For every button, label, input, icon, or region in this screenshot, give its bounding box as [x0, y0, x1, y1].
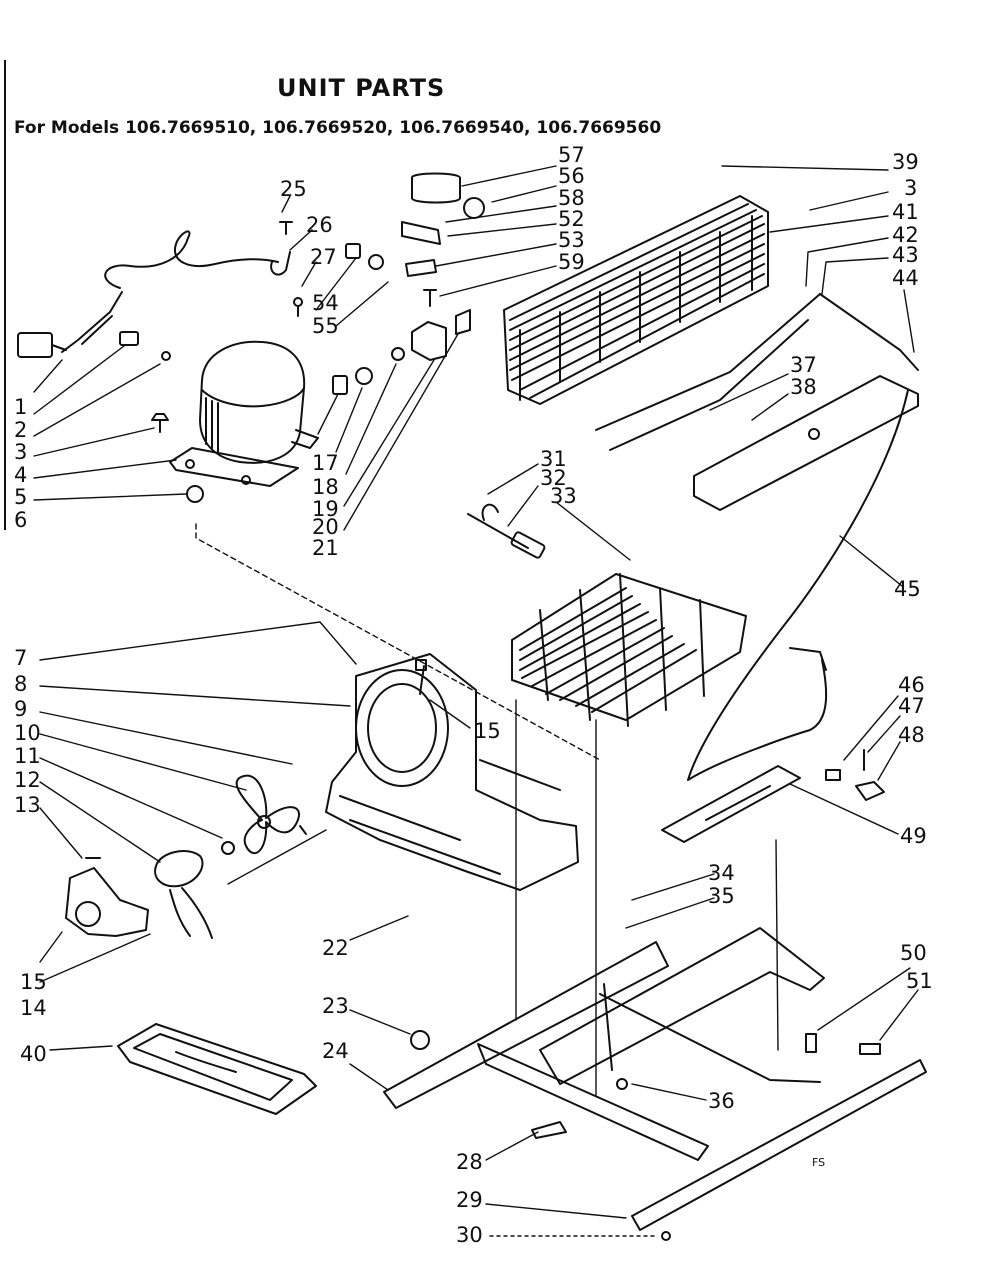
callout-33: 33 — [550, 484, 577, 508]
callout-labels: 1 2 3 4 5 6 7 8 9 10 11 12 13 15 14 40 1… — [14, 143, 933, 1247]
callout-44: 44 — [892, 266, 919, 290]
callout-22: 22 — [322, 936, 349, 960]
callout-21: 21 — [312, 536, 339, 560]
leader-lines — [33, 165, 919, 1237]
callout-38: 38 — [790, 375, 817, 399]
callout-9: 9 — [14, 697, 27, 721]
callout-40: 40 — [20, 1042, 47, 1066]
callout-10: 10 — [14, 721, 41, 745]
callout-57: 57 — [558, 143, 585, 167]
callout-54: 54 — [312, 291, 339, 315]
callout-15-left: 15 — [20, 970, 47, 994]
callout-14: 14 — [20, 996, 47, 1020]
callout-15-bracket: 15 — [474, 719, 501, 743]
callout-27: 27 — [310, 245, 337, 269]
fan-blade-and-motor — [65, 774, 307, 939]
tray-and-clips — [661, 749, 885, 843]
callout-35: 35 — [708, 884, 735, 908]
callout-19: 19 — [312, 497, 339, 521]
callout-13: 13 — [14, 793, 41, 817]
page-title: UNIT PARTS — [277, 74, 446, 102]
callout-17: 17 — [312, 451, 339, 475]
callout-30: 30 — [456, 1223, 483, 1247]
callout-37: 37 — [790, 353, 817, 377]
callout-8: 8 — [14, 672, 27, 696]
fan-shroud-bracket — [325, 653, 579, 891]
callout-4: 4 — [14, 463, 27, 487]
callout-18: 18 — [312, 475, 339, 499]
callout-31: 31 — [540, 447, 567, 471]
callout-20: 20 — [312, 515, 339, 539]
callout-49: 49 — [900, 824, 927, 848]
compressor — [151, 340, 319, 503]
callout-50: 50 — [900, 941, 927, 965]
callout-55: 55 — [312, 314, 339, 338]
callout-46: 46 — [898, 673, 925, 697]
power-cord — [17, 230, 279, 361]
callout-26: 26 — [306, 213, 333, 237]
callout-59: 59 — [558, 250, 585, 274]
callout-42: 42 — [892, 223, 919, 247]
callout-52: 52 — [558, 207, 585, 231]
condenser-coil — [503, 195, 919, 511]
capillary-tube — [687, 389, 909, 781]
callout-7: 7 — [14, 646, 27, 670]
callout-39: 39 — [892, 150, 919, 174]
callout-48: 48 — [898, 723, 925, 747]
callout-3-condenser: 3 — [904, 176, 917, 200]
callout-11: 11 — [14, 744, 41, 768]
callout-3: 3 — [14, 440, 27, 464]
callout-41: 41 — [892, 200, 919, 224]
callout-29: 29 — [456, 1188, 483, 1212]
callout-5: 5 — [14, 485, 27, 509]
models-line: For Models 106.7669510, 106.7669520, 106… — [14, 118, 662, 138]
callout-24: 24 — [322, 1039, 349, 1063]
callout-2: 2 — [14, 418, 27, 442]
base-frame — [383, 927, 927, 1241]
callout-36: 36 — [708, 1089, 735, 1113]
callout-53: 53 — [558, 228, 585, 252]
callout-58: 58 — [558, 186, 585, 210]
relay-and-overload-parts — [270, 172, 485, 395]
drain-pan — [117, 1023, 317, 1115]
evaporator-coil — [467, 503, 747, 727]
callout-28: 28 — [456, 1150, 483, 1174]
callout-32: 32 — [540, 466, 567, 490]
callout-23: 23 — [322, 994, 349, 1018]
page-edge-line — [4, 60, 6, 530]
callout-6: 6 — [14, 508, 27, 532]
callout-34: 34 — [708, 861, 735, 885]
callout-51: 51 — [906, 969, 933, 993]
callout-12: 12 — [14, 768, 41, 792]
callout-47: 47 — [898, 694, 925, 718]
callout-43: 43 — [892, 243, 919, 267]
corner-mark: FS — [812, 1156, 825, 1169]
callout-1: 1 — [14, 395, 27, 419]
callout-56: 56 — [558, 164, 585, 188]
callout-25: 25 — [280, 177, 307, 201]
callout-45: 45 — [894, 577, 921, 601]
